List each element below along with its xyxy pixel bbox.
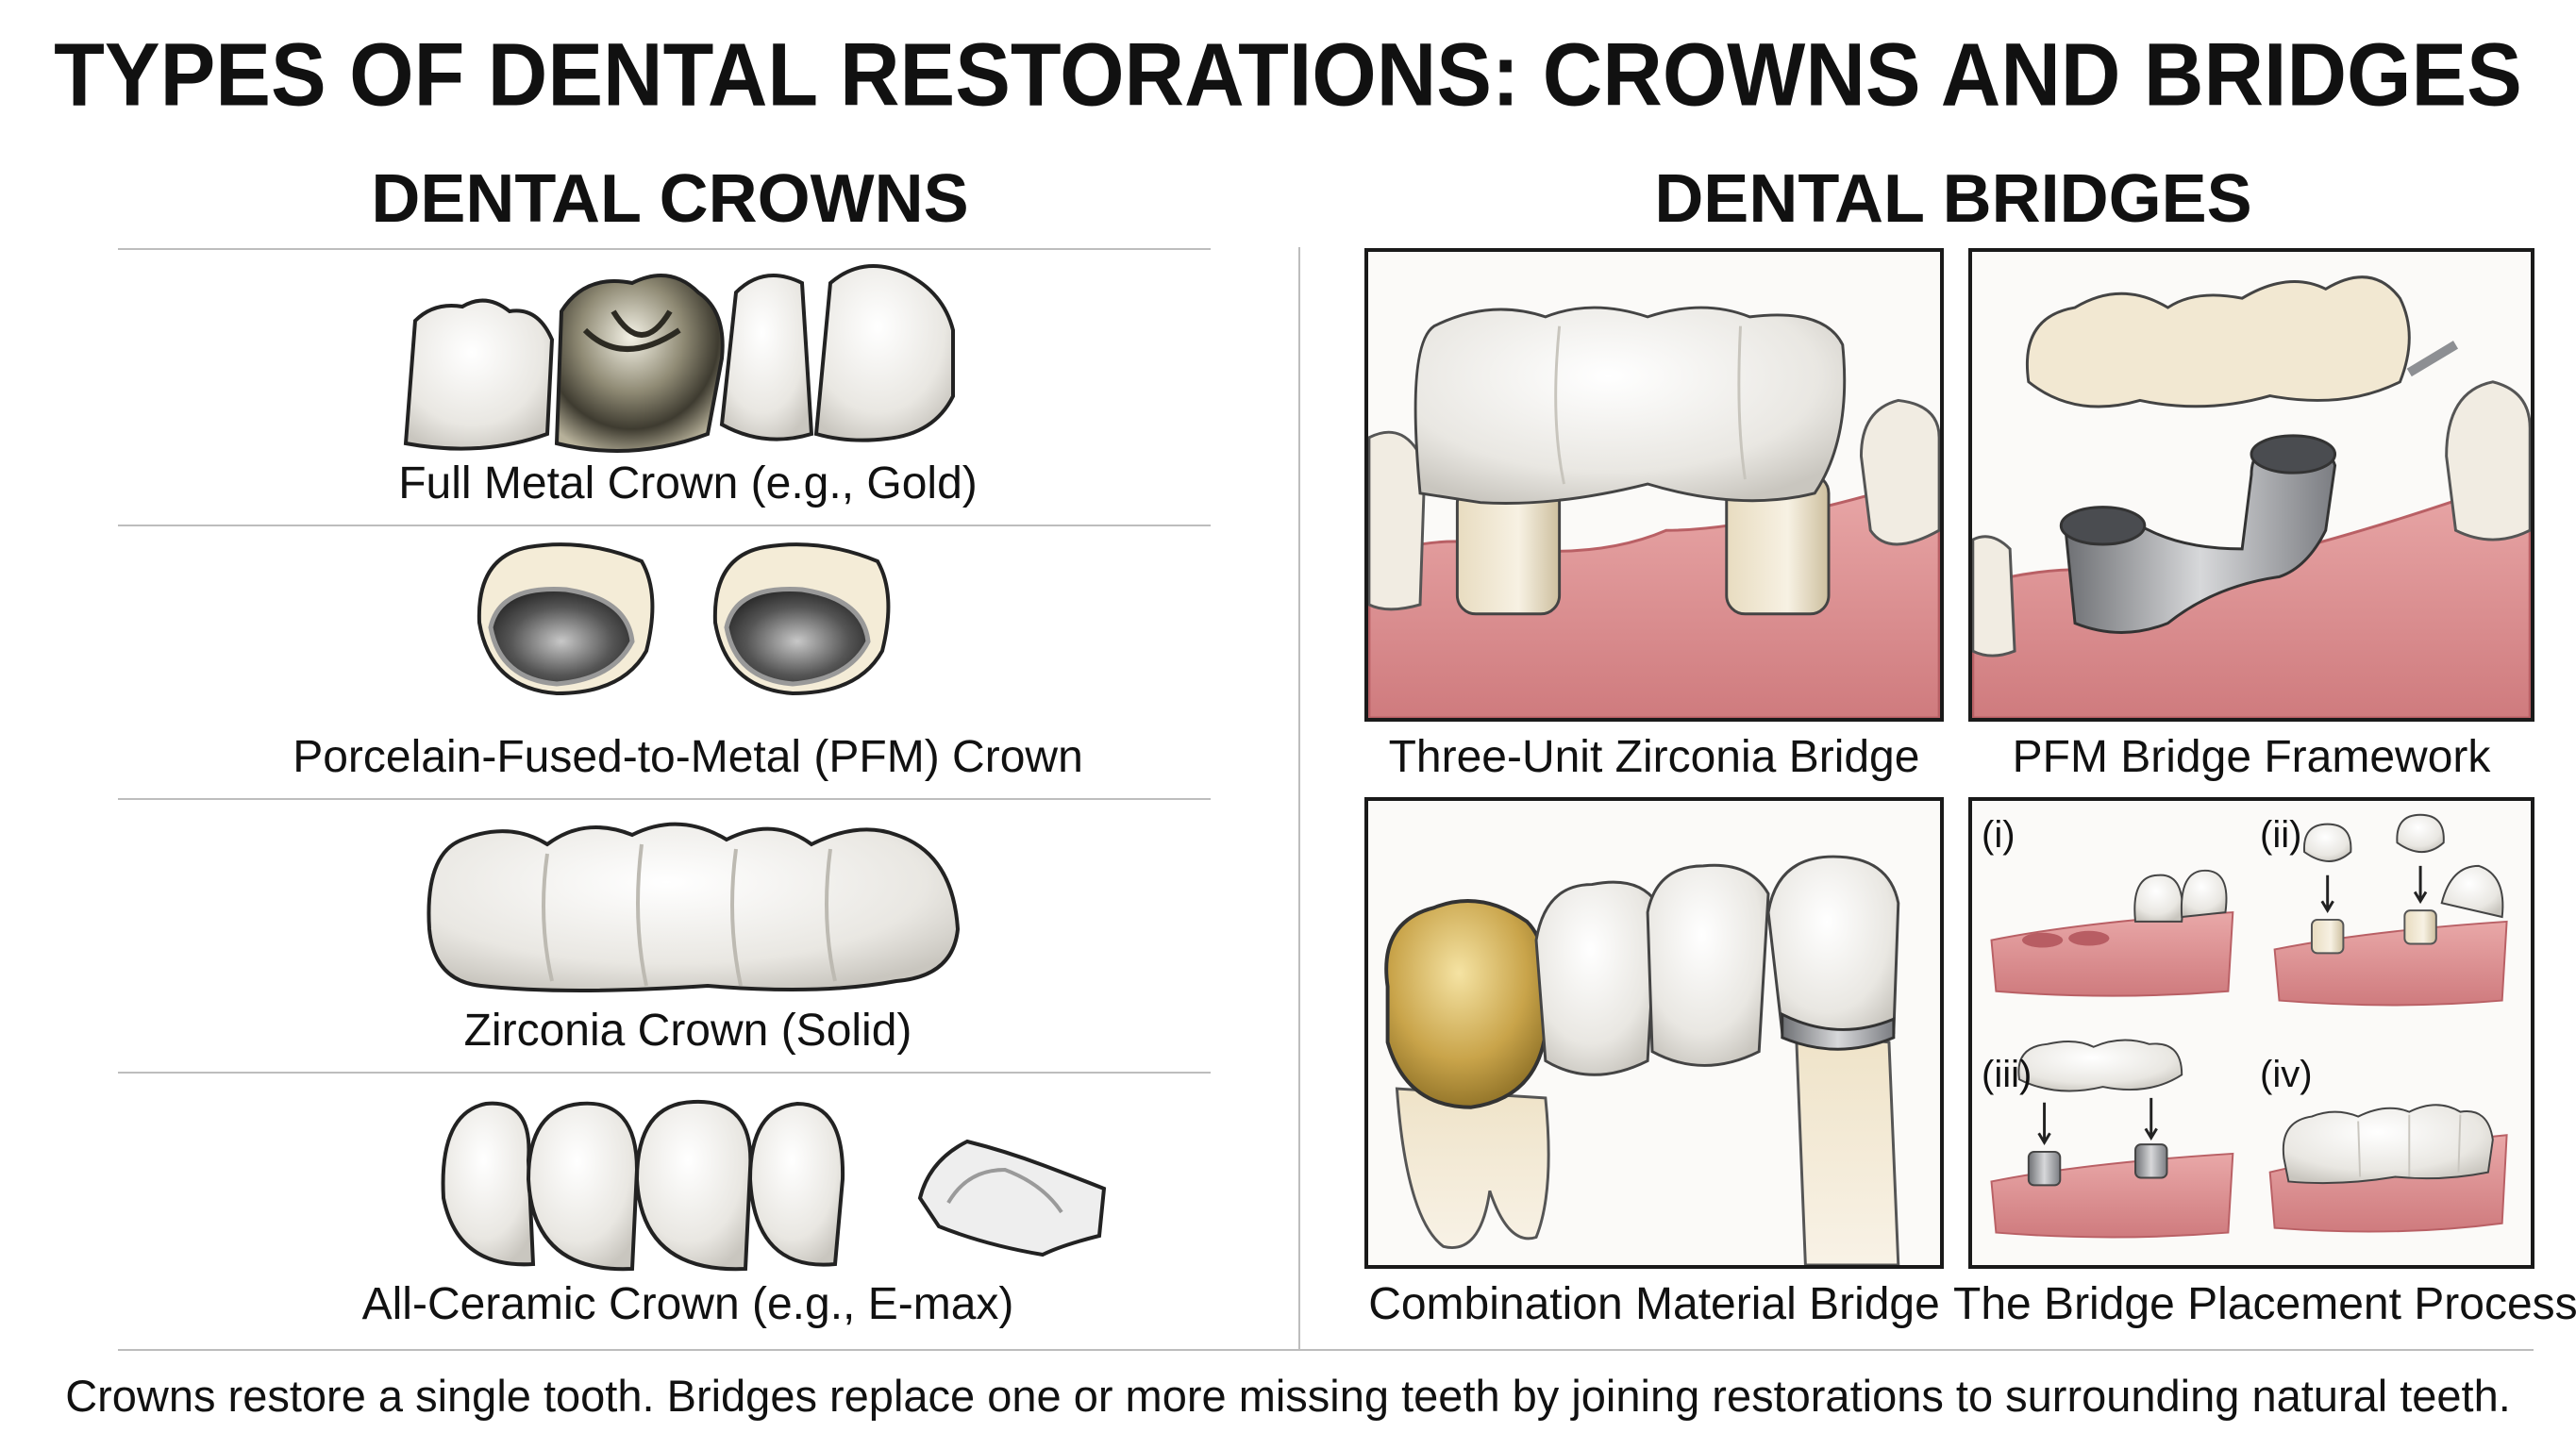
crown-label-all-ceramic: All-Ceramic Crown (e.g., E-max) [361,1279,1014,1329]
pfm-crown-illustration [477,542,891,696]
full-metal-crown-illustration [403,264,955,453]
page-title: TYPES OF DENTAL RESTORATIONS: CROWNS AND… [54,23,2522,125]
step-label-iii: (iii) [1982,1054,2032,1095]
bridge-label-three-unit-zirconia: Three-Unit Zirconia Bridge [1388,732,1920,782]
bridge-placement-process-panel: (i) (ii) (iii) (iv) [1968,797,2534,1269]
three-unit-zirconia-bridge-illustration [1368,306,1940,718]
pfm-bridge-framework-illustration [1972,275,2531,718]
combination-material-bridge-panel [1364,797,1944,1269]
divider [118,1349,2534,1351]
crown-label-zirconia: Zirconia Crown (Solid) [463,1006,912,1056]
crown-label-pfm: Porcelain-Fused-to-Metal (PFM) Crown [293,732,1083,782]
divider [118,525,1211,526]
step-label-iv: (iv) [2260,1054,2313,1095]
crowns-heading: DENTAL CROWNS [371,161,969,237]
combination-material-bridge-illustration [1384,855,1900,1265]
bridge-placement-process-illustration [1990,813,2508,1239]
three-unit-zirconia-bridge-panel [1364,248,1944,722]
divider [118,798,1211,800]
crown-label-full-metal: Full Metal Crown (e.g., Gold) [398,458,978,508]
divider [118,1072,1211,1074]
bridge-label-pfm-framework: PFM Bridge Framework [2012,732,2491,782]
footer-caption: Crowns restore a single tooth. Bridges r… [65,1371,2511,1421]
bridge-label-combination-material: Combination Material Bridge [1368,1279,1940,1329]
bridge-label-placement-process: The Bridge Placement Process [1953,1279,2576,1329]
vertical-divider [1298,247,1300,1349]
step-label-i: (i) [1982,814,2016,856]
zirconia-crown-illustration [427,822,961,992]
bridges-heading: DENTAL BRIDGES [1654,161,2252,237]
all-ceramic-crown-illustration [441,1099,1107,1272]
pfm-bridge-framework-panel [1968,248,2534,722]
divider [118,248,1211,250]
step-label-ii: (ii) [2260,814,2302,856]
